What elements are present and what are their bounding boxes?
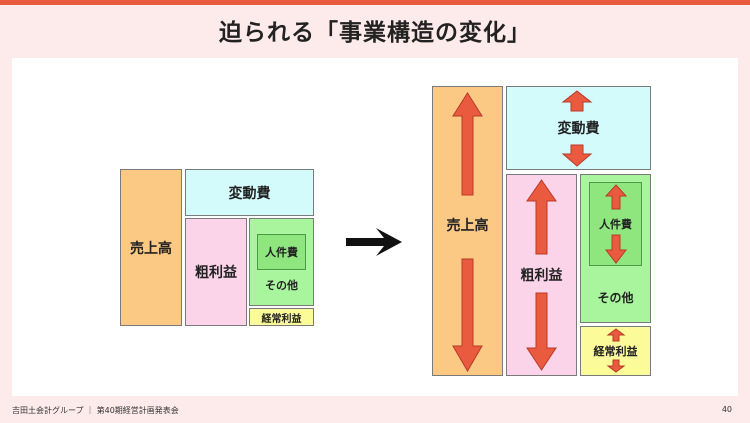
before-variable-cost-box: 変動費: [185, 169, 314, 216]
before-personnel-cost-label: 人件費: [265, 246, 298, 259]
up-arrow-icon: [606, 328, 626, 342]
after-personnel-cost-label: 人件費: [599, 215, 632, 233]
right-arrow-icon: [346, 228, 402, 256]
up-arrow-icon: [452, 92, 483, 196]
before-variable-cost-label: 変動費: [228, 185, 271, 202]
after-sales-label: 売上高: [446, 218, 489, 234]
up-arrow-icon: [526, 179, 557, 255]
after-other-label: その他: [597, 291, 634, 305]
before-sales-label: 売上高: [130, 240, 172, 257]
before-operating-profit-label: 経常利益: [261, 313, 302, 325]
footer-company: 吉田土会計グループ ｜ 第40期経営計画発表会: [12, 406, 179, 415]
down-arrow-icon: [452, 258, 483, 372]
before-personnel-cost-box: 人件費: [257, 234, 306, 270]
slide-title: 迫られる「事業構造の変化」: [219, 20, 531, 46]
page-number: 40: [721, 405, 732, 414]
down-arrow-icon: [606, 359, 626, 373]
after-gross-profit-label: 粗利益: [520, 268, 563, 284]
after-variable-cost-label: 変動費: [557, 121, 600, 137]
before-gross-profit-box: 粗利益: [185, 218, 247, 326]
before-gross-profit-label: 粗利益: [195, 265, 237, 281]
down-arrow-icon: [604, 234, 628, 264]
up-arrow-icon: [561, 90, 593, 112]
up-arrow-icon: [604, 184, 628, 210]
down-arrow-icon: [561, 144, 593, 167]
before-operating-profit-box: 経常利益: [249, 308, 314, 326]
before-sales-box: 売上高: [120, 169, 182, 326]
down-arrow-icon: [526, 292, 557, 371]
before-other-label: その他: [265, 279, 298, 292]
top-accent-bar: [0, 0, 750, 5]
after-operating-profit-label: 経常利益: [593, 343, 638, 359]
after-operating-profit-box: 経常利益: [580, 326, 651, 376]
